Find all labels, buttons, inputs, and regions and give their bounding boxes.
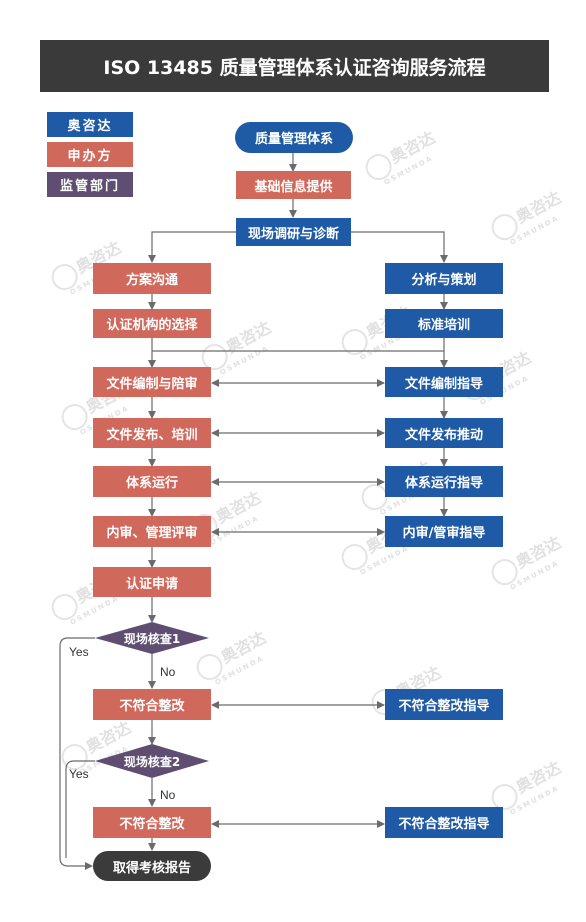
node-doc-push: 文件发布推动 <box>385 418 503 448</box>
node-nc-fix-1: 不符合整改 <box>93 689 211 720</box>
label-no-2: No <box>160 788 176 802</box>
node-analysis: 分析与策划 <box>385 263 503 294</box>
node-sys-run: 体系运行 <box>93 466 211 497</box>
node-basic-info: 基础信息提供 <box>236 171 351 199</box>
node-doc-prep: 文件编制与陪审 <box>93 367 211 397</box>
diamond-onsite-2 <box>95 744 209 778</box>
legend-aozida: 奥咨达 <box>47 112 133 137</box>
node-doc-release: 文件发布、培训 <box>93 418 211 448</box>
page-title: ISO 13485 质量管理体系认证咨询服务流程 <box>40 40 549 92</box>
node-onsite-2: 现场核查2 <box>123 754 181 769</box>
node-nc-guide-1: 不符合整改指导 <box>385 689 503 720</box>
node-nc-fix-2: 不符合整改 <box>93 807 211 838</box>
node-plan-comm: 方案沟通 <box>93 263 211 294</box>
legend-regulator: 监管部门 <box>47 172 133 197</box>
label-yes-1: Yes <box>69 645 89 659</box>
node-internal-audit-guide: 内审/管审指导 <box>385 516 503 547</box>
node-qms: 质量管理体系 <box>235 122 353 153</box>
legend-applicant: 申办方 <box>47 142 133 167</box>
node-internal-audit: 内审、管理评审 <box>93 516 211 547</box>
node-onsite-1: 现场核查1 <box>123 631 181 646</box>
label-no-1: No <box>160 665 176 679</box>
label-yes-2: Yes <box>69 767 89 781</box>
diamond-onsite-1 <box>95 622 209 654</box>
node-cert-apply: 认证申请 <box>93 567 211 597</box>
node-nc-guide-2: 不符合整改指导 <box>385 807 503 838</box>
node-doc-guide: 文件编制指导 <box>385 367 503 397</box>
node-cert-body: 认证机构的选择 <box>93 309 211 338</box>
node-survey: 现场调研与诊断 <box>236 218 351 246</box>
node-get-report: 取得考核报告 <box>93 851 211 881</box>
node-sys-run-guide: 体系运行指导 <box>385 466 503 497</box>
node-std-training: 标准培训 <box>385 309 503 338</box>
